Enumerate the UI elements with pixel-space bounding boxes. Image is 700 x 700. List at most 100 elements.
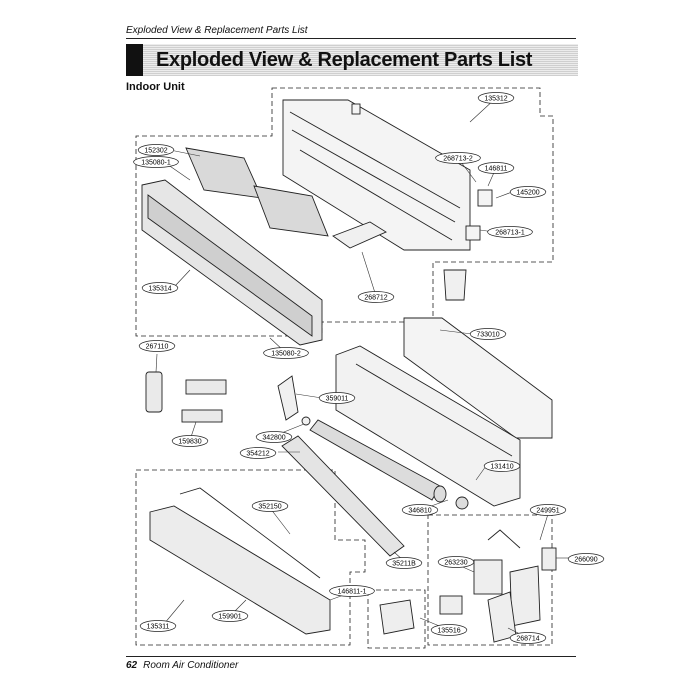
mounting-plate-drawing — [403, 317, 553, 439]
part-label-354212: 354212 — [239, 447, 277, 459]
part-label-oval — [469, 328, 507, 340]
part-number-text: 268713-1 — [495, 230, 525, 237]
part-label-oval — [385, 557, 423, 569]
part-label-oval — [435, 152, 481, 164]
part-label-oval — [487, 226, 533, 238]
part-label-268712: 268712 — [357, 291, 395, 303]
page-footer: 62 Room Air Conditioner — [126, 660, 238, 671]
part-number-text: 135080-1 — [141, 160, 171, 167]
part-label-159830: 159830 — [171, 435, 209, 447]
part-number-text: 263230 — [444, 560, 467, 567]
part-number-text: 267110 — [146, 344, 169, 351]
part-label-152302: 152302 — [137, 144, 175, 156]
part-label-35211b: 35211B — [385, 557, 423, 569]
part-number-text: 159901 — [218, 614, 241, 621]
electrical-parts-drawing — [439, 529, 557, 643]
part-label-oval — [357, 291, 395, 303]
display-bracket-drawing — [332, 221, 467, 301]
page-number: 62 — [126, 660, 138, 671]
part-number-text: 135311 — [147, 624, 170, 631]
part-label-268714: 268714 — [509, 632, 547, 644]
part-label-oval — [437, 556, 475, 568]
part-label-oval — [137, 144, 175, 156]
part-label-131410: 131410 — [483, 460, 521, 472]
part-label-oval — [133, 156, 179, 168]
part-label-oval — [329, 585, 375, 597]
front-panel-drawing — [141, 179, 323, 346]
part-label-oval — [139, 620, 177, 632]
section-title: Indoor Unit — [126, 81, 185, 93]
part-label-352150: 352150 — [251, 500, 289, 512]
part-label-145200: 145200 — [509, 186, 547, 198]
part-label-oval — [171, 435, 209, 447]
group-outline-electrical — [427, 514, 553, 646]
drain-pan-drawing — [149, 487, 331, 635]
footer-text: Room Air Conditioner — [143, 660, 239, 671]
part-label-135312: 135312 — [477, 92, 515, 104]
part-number-text: 135080-2 — [271, 351, 301, 358]
part-label-oval — [138, 340, 176, 352]
chassis-drawing — [282, 99, 493, 251]
part-label-oval — [483, 460, 521, 472]
part-label-359011: 359011 — [318, 392, 356, 404]
part-label-266090: 266090 — [567, 553, 605, 565]
filter-drawing — [185, 147, 329, 237]
evaporator-drawing — [281, 435, 405, 557]
part-label-268713-1: 268713-1 — [487, 226, 533, 238]
part-label-oval — [509, 632, 547, 644]
part-label-249951: 249951 — [529, 504, 567, 516]
part-number-text: 145200 — [516, 190, 539, 197]
group-outline-bracket — [367, 589, 426, 649]
part-label-135080-1: 135080-1 — [133, 156, 179, 168]
part-label-oval — [401, 504, 439, 516]
part-label-oval — [239, 447, 277, 459]
part-number-text: 35211B — [392, 561, 416, 568]
part-label-oval — [509, 186, 547, 198]
part-label-oval — [430, 624, 468, 636]
part-label-oval — [477, 92, 515, 104]
part-number-text: 268714 — [516, 636, 539, 643]
remote-drawing — [145, 371, 227, 423]
page-title: Exploded View & Replacement Parts List — [156, 49, 533, 71]
part-number-text: 135314 — [148, 286, 171, 293]
part-number-text: 159830 — [178, 439, 201, 446]
part-number-text: 342800 — [262, 435, 285, 442]
part-number-text: 266090 — [574, 557, 597, 564]
part-label-733010: 733010 — [469, 328, 507, 340]
part-label-oval — [477, 162, 515, 174]
part-label-146811: 146811 — [477, 162, 515, 174]
part-label-oval — [211, 610, 249, 622]
part-number-text: 352150 — [258, 504, 281, 511]
bearing-drawing — [277, 375, 311, 426]
part-label-268713-2: 268713-2 — [435, 152, 481, 164]
part-number-text: 131410 — [490, 464, 513, 471]
part-label-135311: 135311 — [139, 620, 177, 632]
part-label-oval — [567, 553, 605, 565]
part-label-oval — [141, 282, 179, 294]
footer-rule — [126, 656, 576, 657]
part-number-text: 346810 — [408, 508, 431, 515]
part-label-346810: 346810 — [401, 504, 439, 516]
title-bar: Exploded View & Replacement Parts List — [126, 44, 578, 76]
part-label-159901: 159901 — [211, 610, 249, 622]
header-rule — [126, 38, 576, 39]
part-number-text: 268713-2 — [443, 156, 473, 163]
part-number-text: 135516 — [437, 628, 460, 635]
fan-drawing — [309, 419, 469, 510]
part-number-text: 354212 — [246, 451, 269, 458]
part-number-text: 249951 — [536, 508, 559, 515]
part-number-text: 268712 — [364, 295, 387, 302]
part-label-oval — [318, 392, 356, 404]
part-number-text: 359011 — [326, 396, 349, 403]
part-label-135080-2: 135080-2 — [263, 347, 309, 359]
motor-bracket-drawing — [379, 599, 415, 635]
part-number-text: 135312 — [484, 96, 507, 103]
part-label-oval — [255, 431, 293, 443]
title-block-marker — [126, 44, 143, 76]
part-label-oval — [251, 500, 289, 512]
part-label-146811-1: 146811-1 — [329, 585, 375, 597]
part-label-oval — [529, 504, 567, 516]
part-number-text: 146811-1 — [337, 589, 366, 596]
part-number-text: 152302 — [144, 148, 167, 155]
